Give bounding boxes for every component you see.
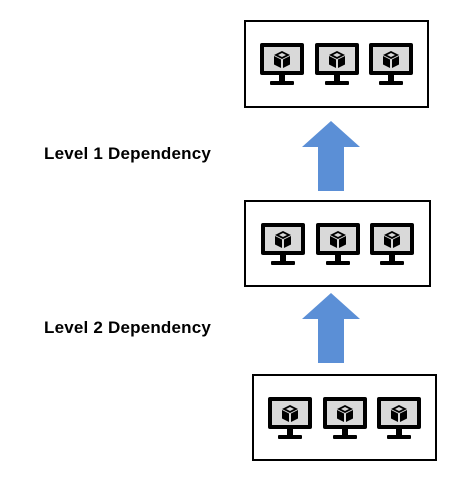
computer-package-icon (321, 394, 369, 442)
computer-package-icon (266, 394, 314, 442)
dependency-tier-middle (244, 200, 431, 287)
level-2-dependency-label: Level 2 Dependency (44, 318, 212, 337)
arrow-up-icon (302, 293, 360, 363)
computer-package-icon (367, 40, 415, 88)
arrow-up-icon (302, 121, 360, 191)
computer-package-icon (375, 394, 423, 442)
computer-package-icon (259, 220, 307, 268)
computer-package-icon (368, 220, 416, 268)
computer-package-icon (258, 40, 306, 88)
dependency-tier-top (244, 20, 429, 108)
level-1-dependency-label: Level 1 Dependency (44, 144, 212, 163)
computer-package-icon (314, 220, 362, 268)
dependency-tier-bottom (252, 374, 437, 461)
computer-package-icon (313, 40, 361, 88)
